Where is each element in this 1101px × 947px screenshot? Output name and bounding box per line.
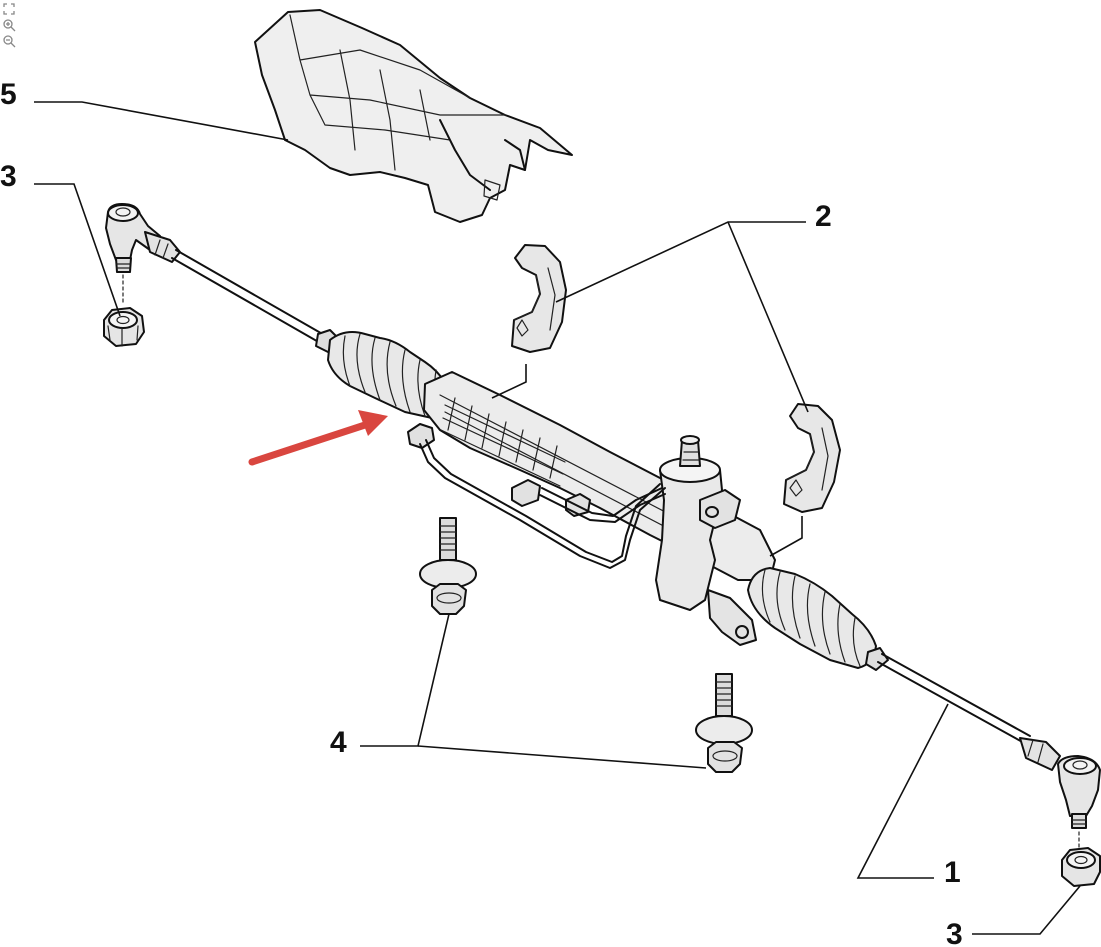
housing-grid-texture (440, 397, 566, 487)
part-2-clamp-lower (783, 403, 841, 513)
leader-4-a (360, 613, 450, 747)
leader-3-top (34, 183, 121, 317)
zoom-in-icon[interactable] (2, 18, 16, 32)
leader-2-stub-a (491, 364, 527, 399)
leader-5 (34, 101, 289, 141)
callout-5: 5 (0, 78, 17, 111)
callout-4: 4 (330, 726, 347, 759)
part-4-bolt-left (419, 517, 477, 615)
leader-2-stub-b (769, 516, 803, 557)
part-3-bottom-tie-rod-end (1019, 737, 1101, 887)
hydraulic-pipes (419, 439, 666, 569)
part-4-bolt-right (695, 673, 753, 773)
callout-3-top: 3 (0, 160, 17, 193)
part-2-clamp-upper (511, 244, 567, 353)
leader-2-a (555, 221, 806, 303)
leader-3-bottom (972, 885, 1081, 935)
leader-2-b (727, 221, 809, 413)
leader-1 (856, 703, 949, 879)
rack-housing (407, 371, 776, 646)
right-tie-rod (865, 647, 1031, 745)
right-bellows-boot (747, 567, 877, 669)
zoom-out-icon[interactable] (2, 34, 16, 48)
red-pointer-arrow (248, 410, 388, 466)
fit-to-screen-icon[interactable] (2, 2, 16, 16)
callout-3-bottom: 3 (946, 918, 963, 947)
part-3-top-tie-rod-end (103, 203, 181, 347)
viewer-toolbar (2, 2, 18, 48)
part-5-heat-shield (254, 9, 573, 223)
leader-4-b (417, 745, 707, 769)
left-tie-rod (171, 249, 341, 353)
callout-2: 2 (815, 200, 832, 233)
leader-lines (34, 101, 1081, 935)
callout-1: 1 (944, 856, 961, 889)
